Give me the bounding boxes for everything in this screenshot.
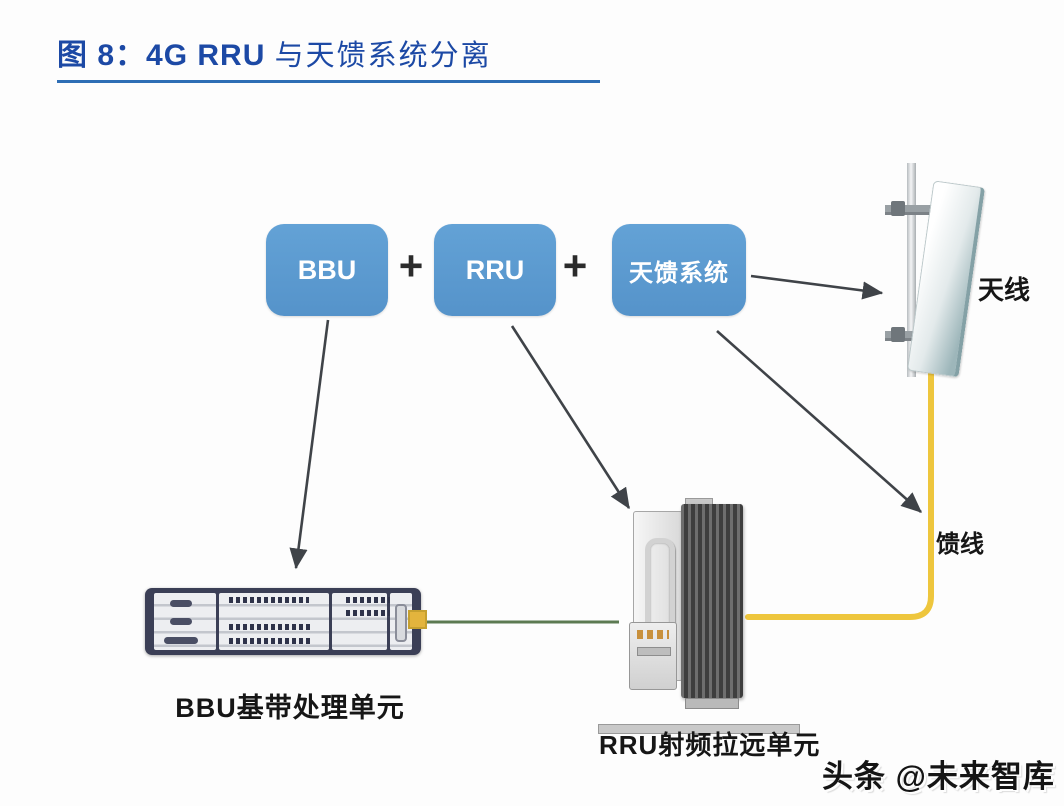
title-underline (57, 80, 600, 83)
rack-section-4 (390, 593, 412, 650)
rack-section-2 (219, 593, 329, 650)
rack-section-3 (332, 593, 404, 650)
feeder-cable-line (745, 369, 934, 620)
rru-connector-ports (637, 630, 669, 639)
bbu-rack-image (145, 588, 427, 655)
antenna-image (885, 163, 1003, 381)
antenna-clamp-top (891, 201, 905, 216)
bbu-rack-slots (154, 593, 412, 650)
plus-sign-1: + (398, 242, 424, 289)
antenna-clamp-bottom (891, 327, 905, 342)
feeder-label: 馈线 (936, 531, 984, 558)
rack-section-1 (154, 593, 216, 650)
rru-connector-slot (637, 647, 671, 656)
bbu-box: BBU (266, 224, 388, 316)
rack-cable-connector (408, 610, 427, 629)
bbu-box-label: BBU (297, 254, 357, 285)
arrow-rru-to-unit (510, 325, 631, 510)
rack-port-row (229, 597, 309, 603)
arrow-bbu-to-rack (289, 319, 330, 570)
bbu-caption: BBU基带处理单元 (175, 693, 405, 723)
rack-vertical-slot (395, 604, 407, 642)
rack-module-cutout (164, 637, 198, 644)
antenna-bracket-bottom (885, 327, 933, 342)
rack-module-cutout (170, 600, 192, 607)
rack-port-row (229, 624, 313, 630)
rru-heatsink-fins (681, 504, 743, 698)
rack-port-row (346, 597, 404, 603)
rru-box-label: RRU (465, 254, 525, 285)
arrow-tk-to-feeder (716, 330, 922, 513)
antenna-pole (907, 163, 916, 377)
rru-box: RRU (434, 224, 556, 316)
antenna-feeder-system-label: 天馈系统 (629, 259, 729, 287)
figure-title: 图 8：4G RRU 与天馈系统分离 (57, 30, 492, 74)
figure-title-sub: 与天馈系统分离 (265, 40, 492, 72)
rack-port-row (229, 638, 313, 644)
arrow-tk-to-antenna (750, 274, 884, 300)
rru-foot (685, 698, 739, 709)
antenna-bracket-top (885, 201, 933, 216)
rru-connector-box (629, 622, 677, 690)
rack-module-cutout (170, 618, 192, 625)
rack-port-row (346, 610, 404, 616)
antenna-feeder-system-box: 天馈系统 (612, 224, 746, 316)
rru-unit-image (627, 498, 747, 709)
rru-caption: RRU射频拉远单元 (598, 724, 819, 760)
figure-title-main: 图 8：4G RRU (57, 39, 266, 72)
plus-sign-2: + (562, 242, 588, 289)
watermark: 头条 @未来智库 (822, 759, 1055, 794)
antenna-label: 天线 (978, 275, 1031, 305)
